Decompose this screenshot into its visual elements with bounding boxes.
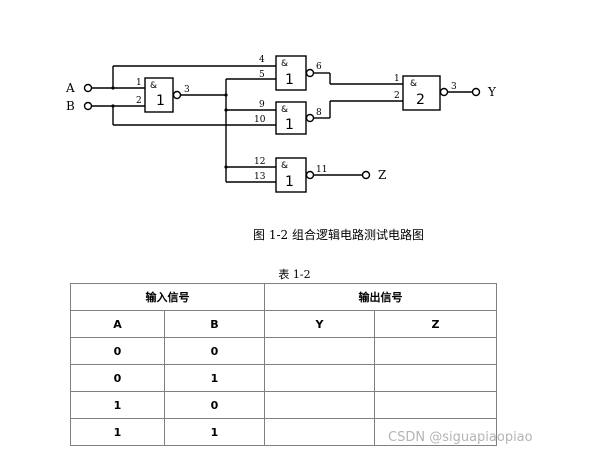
- gate1-pin-2: 2: [136, 96, 142, 106]
- gate3-pin-10: 10: [254, 115, 266, 125]
- gate4-pin-13: 13: [254, 172, 266, 182]
- cell-y: [264, 391, 375, 419]
- cell-a: 1: [70, 391, 165, 419]
- gate1-pin-1: 1: [136, 78, 142, 88]
- gate2-pin-6: 6: [316, 62, 322, 72]
- cell-b: 0: [164, 391, 265, 419]
- figure-caption: 图 1-2 组合逻辑电路测试电路图: [253, 228, 424, 242]
- column-header-y: Y: [264, 310, 375, 338]
- cell-z: [374, 391, 497, 419]
- table-title: 表 1-2: [278, 268, 311, 281]
- cell-b: 1: [164, 364, 265, 392]
- table-row: 1 0: [70, 391, 497, 419]
- gate4-symbol: &: [281, 161, 288, 171]
- cell-z: [374, 337, 497, 365]
- cell-b: 0: [164, 337, 265, 365]
- gate3-label: 1: [285, 117, 294, 133]
- input-a-label: A: [65, 81, 75, 95]
- cell-a: 0: [70, 337, 165, 365]
- input-b-label: B: [66, 99, 75, 113]
- gate2-symbol: &: [281, 59, 288, 69]
- cell-b: 1: [164, 418, 265, 446]
- column-header-b: B: [164, 310, 265, 338]
- watermark: CSDN @siguapiaopiao: [388, 430, 533, 445]
- cell-a: 1: [70, 418, 165, 446]
- input-signal-header: 输入信号: [70, 283, 265, 311]
- truth-table: 输入信号 输出信号 A B Y Z 0 0 0 1 1 0 1 1: [70, 283, 497, 446]
- column-header-z: Z: [374, 310, 497, 338]
- gate2-pin-5: 5: [259, 70, 265, 80]
- gate4-pin-12: 12: [254, 157, 265, 167]
- gate2-label: 1: [285, 72, 294, 88]
- cell-y: [264, 364, 375, 392]
- table-group-header-row: 输入信号 输出信号: [70, 283, 497, 311]
- output-signal-header: 输出信号: [264, 283, 497, 311]
- gate3-symbol: &: [281, 105, 288, 115]
- gate5-symbol: &: [410, 79, 417, 89]
- cell-y: [264, 418, 375, 446]
- gate2-pin-4: 4: [259, 55, 265, 65]
- table-column-header-row: A B Y Z: [70, 310, 497, 338]
- gate5-label: 2: [416, 92, 425, 108]
- table-row: 0 1: [70, 364, 497, 392]
- output-z-terminal: [361, 170, 371, 180]
- gate1-label: 1: [156, 93, 165, 109]
- cell-y: [264, 337, 375, 365]
- logic-circuit-diagram: A B Y Z & 1 1 2 3 & 1 4 5 6 & 1 9 10 8 &…: [65, 55, 497, 193]
- gate3-pin-9: 9: [259, 100, 265, 110]
- output-y-label: Y: [487, 85, 497, 99]
- gate5-pin-1: 1: [394, 74, 400, 84]
- output-z-label: Z: [378, 168, 386, 182]
- gate5-pin-3: 3: [451, 82, 457, 92]
- table-row: 0 0: [70, 337, 497, 365]
- gate4-pin-11: 11: [316, 165, 327, 175]
- gate4-label: 1: [285, 174, 294, 190]
- gate5-pin-2: 2: [394, 91, 400, 101]
- input-a-terminal: [83, 83, 93, 93]
- cell-z: [374, 418, 497, 446]
- table-row: 1 1: [70, 418, 497, 446]
- cell-a: 0: [70, 364, 165, 392]
- gate3-pin-8: 8: [316, 108, 322, 118]
- gate1-pin-3: 3: [184, 85, 190, 95]
- column-header-a: A: [70, 310, 165, 338]
- output-y-terminal: [471, 87, 481, 97]
- cell-z: [374, 364, 497, 392]
- gate1-symbol: &: [150, 81, 157, 91]
- input-b-terminal: [83, 101, 93, 111]
